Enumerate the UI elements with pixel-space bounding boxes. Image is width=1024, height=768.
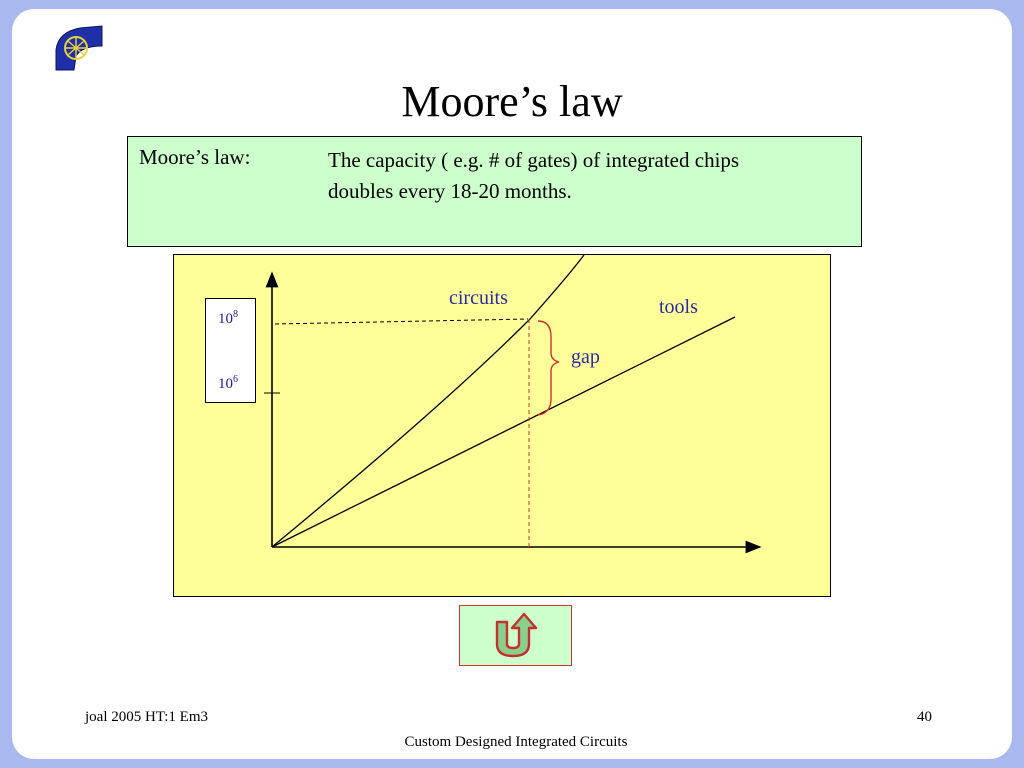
definition-box: Moore’s law: The capacity ( e.g. # of ga… [127,136,862,247]
scale-box: 108 106 [205,298,256,403]
university-logo [52,24,108,74]
definition-label: Moore’s law: [139,145,251,169]
footer-author: joal 2005 HT:1 Em3 [85,709,208,725]
page-number: 40 [917,709,932,725]
gap-label: gap [571,346,600,368]
circuits-level-guide [274,318,529,325]
tick-10e8: 108 [218,309,238,327]
tools-line [271,316,736,548]
gap-brace [537,320,560,416]
return-button[interactable] [459,605,572,666]
circuits-curve [271,255,585,548]
footer-course-title: Custom Designed Integrated Circuits [404,734,628,750]
tools-label: tools [659,296,698,318]
slide-title: Moore’s law [401,77,623,126]
circuits-label: circuits [449,287,508,309]
u-turn-arrow-icon [495,612,538,658]
tick-10e6: 106 [218,374,238,392]
diagram-canvas [264,255,762,554]
moores-law-diagram: 108 106 circuits tools gap [173,254,831,597]
definition-text: The capacity ( e.g. # of gates) of integ… [328,148,740,203]
